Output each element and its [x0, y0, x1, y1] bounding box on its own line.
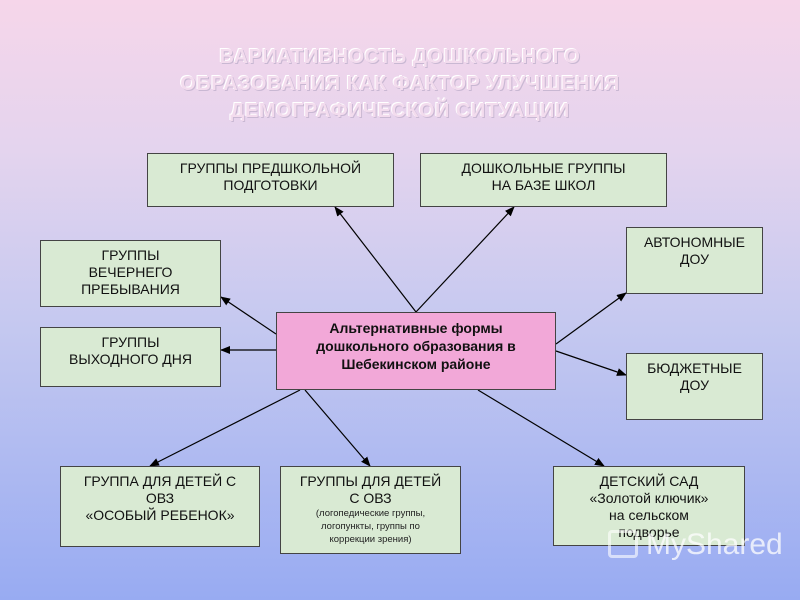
watermark-text: MyShared [646, 528, 783, 561]
arrow-to-autonomous [555, 292, 627, 345]
node-evening-line-2: ВЕЧЕРНЕГО [88, 264, 173, 280]
node-school-based: ДОШКОЛЬНЫЕ ГРУППЫ НА БАЗЕ ШКОЛ [420, 153, 667, 207]
node-autonomous: АВТОНОМНЫЕ ДОУ [626, 227, 763, 294]
node-special-child: ГРУППА ДЛЯ ДЕТЕЙ С ОВЗ «ОСОБЫЙ РЕБЕНОК» [60, 466, 260, 547]
node-golden-key-line-4: подворье [618, 524, 680, 540]
center-node: Альтернативные формы дошкольного образов… [276, 312, 556, 390]
arrow-to-special-child [149, 389, 301, 467]
center-line-1: Альтернативные формы [329, 320, 503, 336]
slide-title: ВАРИАТИВНОСТЬ ДОШКОЛЬНОГО ОБРАЗОВАНИЯ КА… [100, 44, 700, 125]
node-golden-key-line-3: на сельском [609, 507, 689, 523]
watermark: MyShared [606, 528, 783, 562]
node-preschool-prep-line-1: ГРУППЫ ПРЕДШКОЛЬНОЙ [179, 160, 362, 176]
title-line-3: ДЕМОГРАФИЧЕСКОЙ СИТУАЦИИ [230, 100, 570, 122]
arrow-to-golden-key [477, 389, 605, 467]
node-ovz-groups-line-1: ГРУППЫ ДЛЯ ДЕТЕЙ [299, 473, 442, 489]
node-autonomous-line-2: ДОУ [680, 251, 709, 267]
title-line-1: ВАРИАТИВНОСТЬ ДОШКОЛЬНОГО [219, 46, 581, 68]
node-golden-key-line-2: «Золотой ключик» [589, 490, 709, 506]
center-line-3: Шебекинском районе [341, 356, 491, 372]
node-special-child-line-3: «ОСОБЫЙ РЕБЕНОК» [85, 507, 235, 523]
node-special-child-line-1: ГРУППА ДЛЯ ДЕТЕЙ С [83, 473, 237, 489]
node-budget-line-1: БЮДЖЕТНЫЕ [647, 360, 742, 376]
node-school-based-line-2: НА БАЗЕ ШКОЛ [491, 177, 596, 193]
title-line-2: ОБРАЗОВАНИЯ КАК ФАКТОР УЛУЧШЕНИЯ [180, 73, 620, 95]
node-school-based-line-1: ДОШКОЛЬНЫЕ ГРУППЫ [461, 160, 626, 176]
node-ovz-groups-note-1: (логопедические группы, [315, 508, 426, 519]
node-golden-key-line-1: ДЕТСКИЙ САД [599, 473, 699, 489]
arrow-to-budget [555, 350, 627, 376]
node-preschool-prep-line-2: ПОДГОТОВКИ [223, 177, 318, 193]
arrow-to-preschool-prep [334, 206, 417, 313]
node-budget-line-2: ДОУ [680, 377, 709, 393]
node-budget: БЮДЖЕТНЫЕ ДОУ [626, 353, 763, 420]
node-weekend-line-2: ВЫХОДНОГО ДНЯ [69, 351, 192, 367]
node-autonomous-line-1: АВТОНОМНЫЕ [643, 234, 746, 250]
node-ovz-groups: ГРУППЫ ДЛЯ ДЕТЕЙ С ОВЗ (логопедические г… [280, 466, 461, 554]
node-evening-line-3: ПРЕБЫВАНИЯ [81, 281, 180, 297]
node-weekend-line-1: ГРУППЫ [101, 334, 160, 350]
node-preschool-prep: ГРУППЫ ПРЕДШКОЛЬНОЙ ПОДГОТОВКИ [147, 153, 394, 207]
node-evening-line-1: ГРУППЫ [101, 247, 160, 263]
center-line-2: дошкольного образования в [316, 338, 516, 354]
watermark-logo-icon [608, 530, 638, 558]
node-special-child-line-2: ОВЗ [145, 490, 175, 506]
arrow-to-ovz-groups [304, 389, 371, 467]
arrow-to-school-based [415, 206, 515, 313]
node-weekend: ГРУППЫ ВЫХОДНОГО ДНЯ [40, 327, 221, 387]
node-ovz-groups-note-3: коррекции зрения) [329, 534, 412, 545]
arrow-to-evening [220, 296, 277, 335]
node-evening: ГРУППЫ ВЕЧЕРНЕГО ПРЕБЫВАНИЯ [40, 240, 221, 307]
node-ovz-groups-note-2: логопункты, группы по [321, 521, 420, 532]
node-ovz-groups-line-2: С ОВЗ [349, 490, 392, 506]
node-golden-key: ДЕТСКИЙ САД «Золотой ключик» на сельском… [553, 466, 745, 546]
